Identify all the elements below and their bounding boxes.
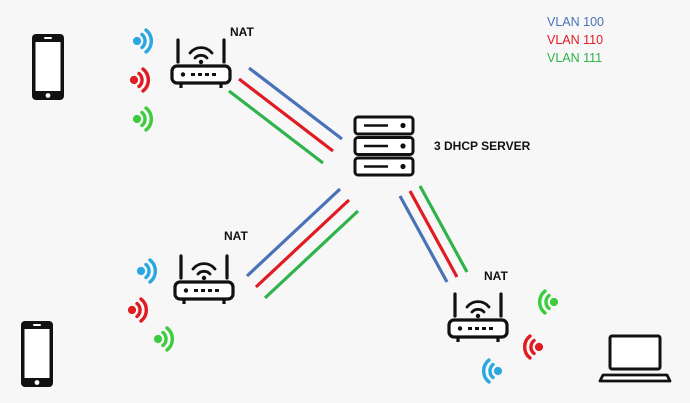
- router-icon: [447, 292, 509, 344]
- router-label-bottom-left: NAT: [224, 229, 248, 243]
- legend-vlan-111: VLAN 111: [547, 51, 602, 65]
- cable-bundle-top-left: [228, 66, 343, 165]
- vlan-100-cable: [245, 187, 342, 278]
- server-rack-icon: [353, 115, 415, 177]
- wifi-signal-icon: [128, 67, 151, 93]
- vlan-legend: VLAN 100 VLAN 110 VLAN 111: [547, 15, 604, 65]
- laptop-icon: [598, 334, 672, 383]
- vlan-111-cable: [228, 89, 324, 165]
- vlan-111-cable: [263, 209, 360, 300]
- cable-bundle-bottom-right: [398, 185, 469, 283]
- router-icon: [170, 38, 232, 90]
- wifi-signal-icon: [522, 334, 545, 360]
- cable-bundle-bottom-left: [245, 187, 360, 300]
- wifi-signal-icon: [126, 297, 149, 323]
- legend-vlan-110: VLAN 110: [547, 33, 603, 47]
- wifi-signal-icon: [135, 258, 158, 284]
- vlan-110-cable: [238, 77, 334, 153]
- smartphone-icon: [32, 34, 64, 100]
- wifi-signal-icon: [481, 358, 504, 384]
- router-label-bottom-right: NAT: [484, 269, 508, 283]
- wifi-signal-icon: [537, 289, 560, 315]
- vlan-110-cable: [254, 198, 351, 289]
- router-icon: [173, 254, 235, 306]
- wifi-signal-icon: [131, 28, 154, 54]
- router-label-top-left: NAT: [230, 25, 254, 39]
- wifi-signal-icon: [131, 106, 154, 132]
- wifi-signal-icon: [152, 326, 175, 352]
- legend-vlan-100: VLAN 100: [547, 15, 604, 29]
- vlan-100-cable: [248, 66, 343, 141]
- vlan-111-cable: [418, 185, 469, 273]
- vlan-110-cable: [408, 190, 459, 278]
- server-label: 3 DHCP SERVER: [434, 139, 531, 153]
- vlan-100-cable: [398, 195, 449, 283]
- smartphone-icon: [21, 321, 53, 387]
